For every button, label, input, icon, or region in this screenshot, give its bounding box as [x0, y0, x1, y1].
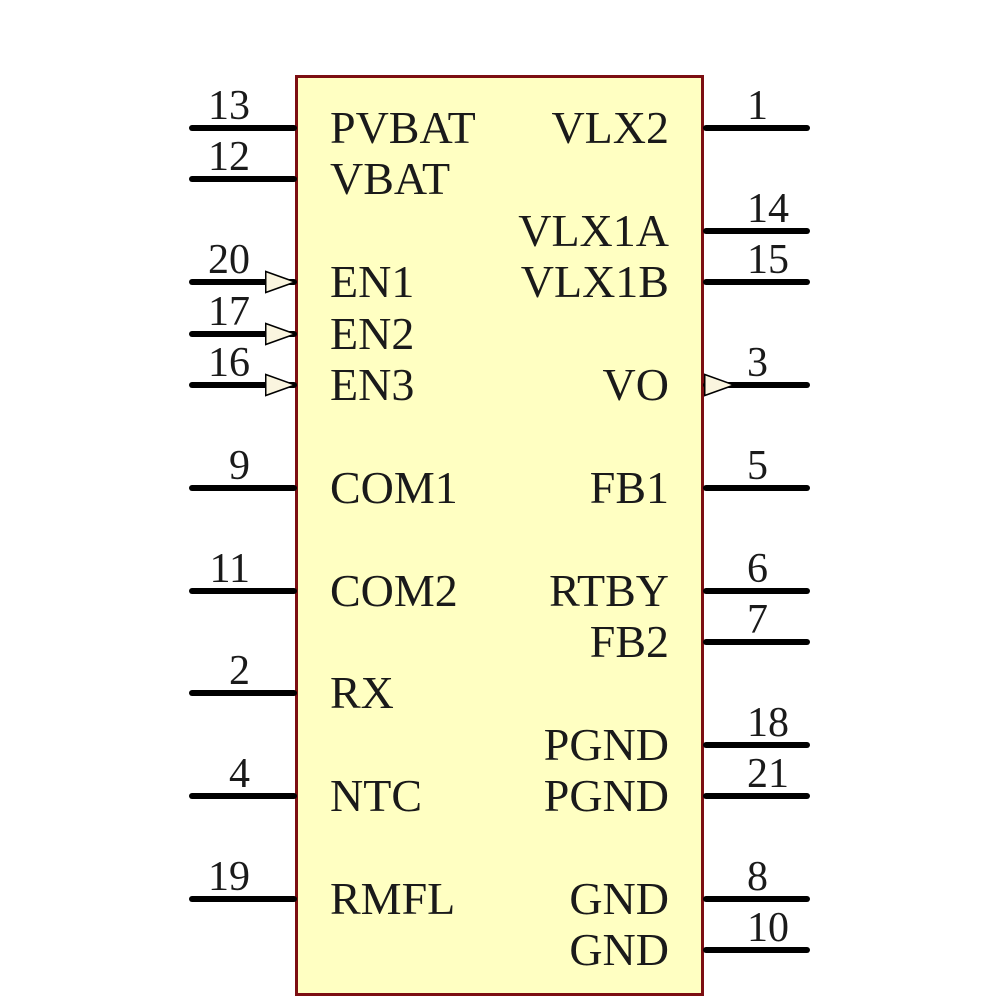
pin-19-rmfl-label: RMFL: [330, 873, 456, 924]
pin-16-en3-number: 16: [208, 340, 250, 386]
pin-3-vo-input-triangle-icon: [704, 373, 735, 397]
pin-3-vo-label: VO: [602, 359, 669, 410]
pin-16-en3-line: [189, 382, 297, 388]
pin-10-gnd-label: GND: [569, 924, 669, 975]
pin-5-fb1-label: FB1: [589, 462, 669, 513]
pin-9-com1-label: COM1: [330, 462, 458, 513]
pin-18-pgnd-number: 18: [747, 700, 789, 746]
pin-7-fb2-line: [703, 639, 810, 645]
pin-20-en1-input-triangle-icon: [265, 270, 296, 294]
pin-18-pgnd-line: [703, 742, 810, 748]
pin-1-vlx2-line: [703, 125, 810, 131]
pin-17-en2-line: [189, 331, 297, 337]
pin-4-ntc-number: 4: [229, 751, 250, 797]
pin-10-gnd-number: 10: [747, 905, 789, 951]
pin-15-vlx1b-label: VLX1B: [520, 256, 669, 307]
pin-1-vlx2-number: 1: [747, 83, 768, 129]
pin-12-vbat-number: 12: [208, 134, 250, 180]
pin-2-rx-number: 2: [229, 648, 250, 694]
pin-13-pvbat-line: [189, 125, 297, 131]
pin-21-pgnd-number: 21: [747, 751, 789, 797]
pin-15-vlx1b-line: [703, 279, 810, 285]
pin-13-pvbat-number: 13: [208, 83, 250, 129]
ic-body: [295, 75, 704, 996]
pin-6-rtby-line: [703, 588, 810, 594]
pin-19-rmfl-number: 19: [208, 854, 250, 900]
pin-7-fb2-number: 7: [747, 597, 768, 643]
pin-4-ntc-line: [189, 793, 297, 799]
pin-2-rx-line: [189, 690, 297, 696]
pin-2-rx-label: RX: [330, 667, 394, 718]
pin-9-com1-line: [189, 485, 297, 491]
pin-21-pgnd-label: PGND: [543, 770, 669, 821]
pin-12-vbat-label: VBAT: [330, 153, 451, 204]
pin-14-vlx1a-line: [703, 228, 810, 234]
pin-8-gnd-label: GND: [569, 873, 669, 924]
pin-19-rmfl-line: [189, 896, 297, 902]
pin-10-gnd-line: [703, 947, 810, 953]
pin-5-fb1-line: [703, 485, 810, 491]
pin-8-gnd-number: 8: [747, 854, 768, 900]
pin-16-en3-input-triangle-icon: [265, 373, 296, 397]
pin-11-com2-line: [189, 588, 297, 594]
pin-18-pgnd-label: PGND: [543, 719, 669, 770]
pin-7-fb2-label: FB2: [589, 616, 669, 667]
pin-12-vbat-line: [189, 176, 297, 182]
pin-14-vlx1a-number: 14: [747, 186, 789, 232]
pin-4-ntc-label: NTC: [330, 770, 422, 821]
pin-8-gnd-line: [703, 896, 810, 902]
pin-16-en3-label: EN3: [330, 359, 415, 410]
pin-11-com2-number: 11: [209, 546, 250, 592]
pin-3-vo-number: 3: [747, 340, 768, 386]
pin-17-en2-input-triangle-icon: [265, 322, 296, 346]
pin-9-com1-number: 9: [229, 443, 250, 489]
pin-13-pvbat-label: PVBAT: [330, 102, 476, 153]
pin-20-en1-line: [189, 279, 297, 285]
pin-15-vlx1b-number: 15: [747, 237, 789, 283]
pin-20-en1-label: EN1: [330, 256, 415, 307]
pin-6-rtby-label: RTBY: [549, 565, 669, 616]
pin-1-vlx2-label: VLX2: [551, 102, 669, 153]
pin-20-en1-number: 20: [208, 237, 250, 283]
pin-3-vo-line: [703, 382, 810, 388]
pin-11-com2-label: COM2: [330, 565, 458, 616]
pin-14-vlx1a-label: VLX1A: [518, 205, 669, 256]
pin-6-rtby-number: 6: [747, 546, 768, 592]
pin-21-pgnd-line: [703, 793, 810, 799]
pin-17-en2-number: 17: [208, 289, 250, 335]
pin-5-fb1-number: 5: [747, 443, 768, 489]
pin-17-en2-label: EN2: [330, 308, 415, 359]
